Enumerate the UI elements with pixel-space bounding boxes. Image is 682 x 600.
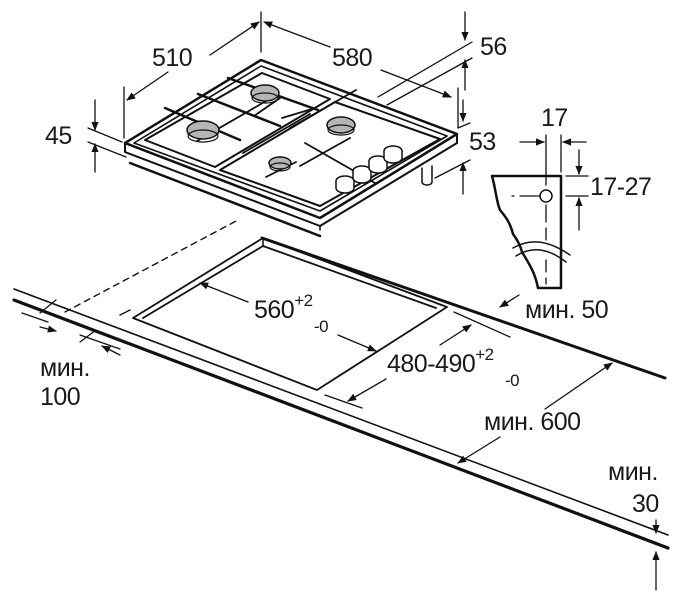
- cutout-outer: [132, 237, 448, 391]
- cutout: [21, 237, 660, 591]
- cutout-depth-tol-minus: -0: [505, 371, 520, 390]
- control-knobs: [335, 145, 403, 194]
- worktop-thickness-prefix: мин.: [608, 458, 658, 486]
- hob-total-height-label: 56: [480, 33, 507, 61]
- cutout-width-value: 560: [254, 296, 295, 324]
- cutout-depth-value: 480-490: [387, 350, 476, 378]
- worktop-front-edge-bottom: [12, 298, 670, 550]
- hob-top-height-label: 45: [45, 122, 72, 150]
- rear-clearance-label: мин. 50: [525, 296, 609, 324]
- cutout-width-label: 560+2 -0: [254, 292, 329, 335]
- cutout-width-tol-plus: +2: [294, 291, 313, 310]
- hob-leg: [421, 165, 433, 186]
- worktop-front-edge-top: [13, 288, 669, 536]
- pan-support-right: [219, 101, 441, 207]
- hob-body-height-label: 53: [469, 128, 496, 156]
- hob-dimension-lines: [87, 11, 473, 195]
- hob-width-label: 580: [332, 44, 373, 72]
- bracket-offset-label: 17-27: [590, 173, 652, 201]
- side-clearance-value: 100: [40, 383, 81, 411]
- cutout-depth-label: 480-490+2 -0: [387, 346, 520, 389]
- hob-projection: [64, 219, 239, 313]
- bracket-width-label: 17: [541, 104, 568, 132]
- burners: [186, 84, 356, 172]
- pan-support-left: [144, 72, 331, 168]
- worktop-rear-edge: [260, 236, 667, 380]
- worktop: [12, 219, 670, 550]
- cutout-depth-tol-plus: +2: [475, 345, 494, 364]
- hob-depth-label: 510: [152, 44, 193, 72]
- bracket-detail: [490, 134, 589, 290]
- hob: [123, 58, 459, 238]
- worktop-depth-label: мин. 600: [484, 408, 581, 436]
- worktop-thickness-value: 30: [632, 490, 659, 518]
- cutout-width-tol-minus: -0: [314, 317, 329, 336]
- side-clearance-prefix: мин.: [40, 354, 90, 382]
